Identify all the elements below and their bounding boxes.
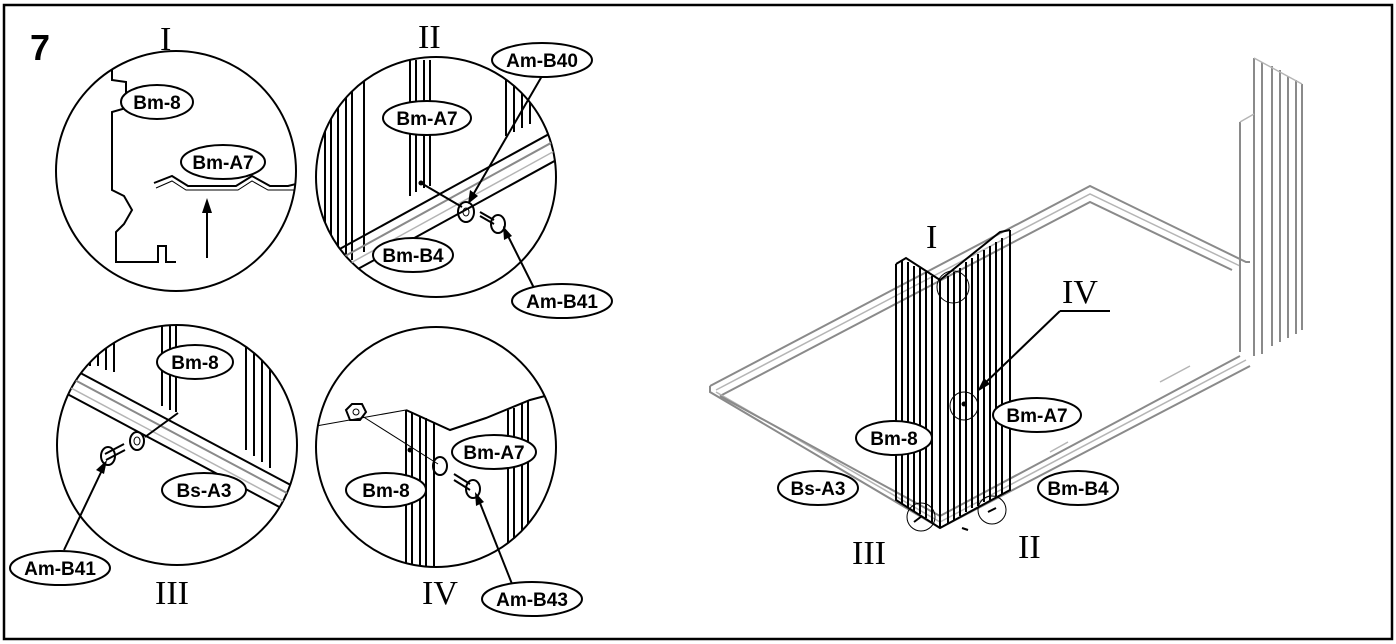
label-II-am-b41: Am-B41	[511, 283, 613, 319]
overview-marker-IV: IV	[1062, 274, 1098, 311]
detail-II-circle	[315, 56, 557, 298]
corner-panels	[895, 229, 1011, 530]
detail-I-roman: I	[160, 21, 171, 58]
label-IV-bm-8: Bm-8	[345, 472, 427, 508]
marker-circle-II	[977, 495, 1007, 525]
detail-III: III	[9, 324, 298, 612]
page-frame	[2, 3, 1394, 641]
label-II-bm-b4: Bm-B4	[372, 237, 454, 273]
svg-text:Bm-8: Bm-8	[870, 429, 918, 450]
label-II-bm-a7: Bm-A7	[382, 100, 472, 136]
label-I-bm-a7: Bm-A7	[180, 144, 266, 180]
label-II-am-b40: Am-B40	[491, 42, 593, 78]
svg-text:Am-B41: Am-B41	[24, 559, 96, 580]
svg-text:Bm-8: Bm-8	[133, 93, 181, 114]
overview-marker-I: I	[926, 219, 937, 256]
detail-IV: IV	[315, 326, 583, 617]
svg-text:Bm-A7: Bm-A7	[396, 109, 457, 130]
svg-text:Bm-A7: Bm-A7	[1006, 406, 1067, 427]
label-III-am-b41: Am-B41	[9, 550, 111, 586]
overview-label-bm-b4: Bm-B4	[1037, 470, 1119, 506]
label-III-bs-a3: Bs-A3	[161, 472, 247, 508]
detail-III-roman: III	[155, 575, 189, 612]
marker-circle-I	[936, 270, 970, 304]
detail-I-circle	[55, 50, 297, 292]
label-IV-am-b43: Am-B43	[481, 581, 583, 617]
detail-IV-circle	[315, 326, 557, 568]
washer	[457, 201, 475, 223]
overview-marker-III: III	[852, 535, 886, 572]
marker-circle-III	[906, 502, 936, 532]
step-number: 7	[30, 27, 50, 68]
svg-text:Bs-A3: Bs-A3	[791, 479, 846, 500]
panel-a7-profile	[153, 174, 296, 187]
marker-circle-IV	[949, 391, 979, 421]
svg-text:Bm-A7: Bm-A7	[463, 443, 524, 464]
svg-text:Am-B43: Am-B43	[496, 590, 568, 611]
svg-text:Am-B40: Am-B40	[506, 51, 578, 72]
overview-label-bm-a7: Bm-A7	[992, 397, 1082, 433]
detail-I: I Bm-8 Bm-A7	[55, 21, 297, 292]
svg-text:Bm-8: Bm-8	[171, 353, 219, 374]
overview-marker-II: II	[1018, 529, 1041, 566]
detail-II-roman: II	[418, 19, 441, 56]
label-I-bm-8: Bm-8	[120, 84, 194, 120]
svg-text:Bs-A3: Bs-A3	[177, 481, 232, 502]
svg-text:Am-B41: Am-B41	[526, 292, 598, 313]
back-wall-panels	[1239, 57, 1303, 356]
svg-text:Bm-A7: Bm-A7	[192, 153, 253, 174]
detail-IV-roman: IV	[422, 575, 458, 612]
nut	[344, 403, 368, 421]
label-IV-bm-a7: Bm-A7	[451, 434, 537, 470]
svg-text:Bm-8: Bm-8	[362, 481, 410, 502]
detail-II: II	[315, 19, 613, 319]
overview-label-bs-a3: Bs-A3	[777, 470, 859, 506]
overview-label-bm-8: Bm-8	[855, 420, 933, 456]
overview-assembly: I IV III II Bm-8 Bm-A7 Bs-A3 Bm-B4	[709, 57, 1303, 572]
svg-text:Bm-B4: Bm-B4	[1047, 479, 1109, 500]
label-III-bm-8: Bm-8	[156, 344, 234, 380]
svg-text:Bm-B4: Bm-B4	[382, 246, 444, 267]
